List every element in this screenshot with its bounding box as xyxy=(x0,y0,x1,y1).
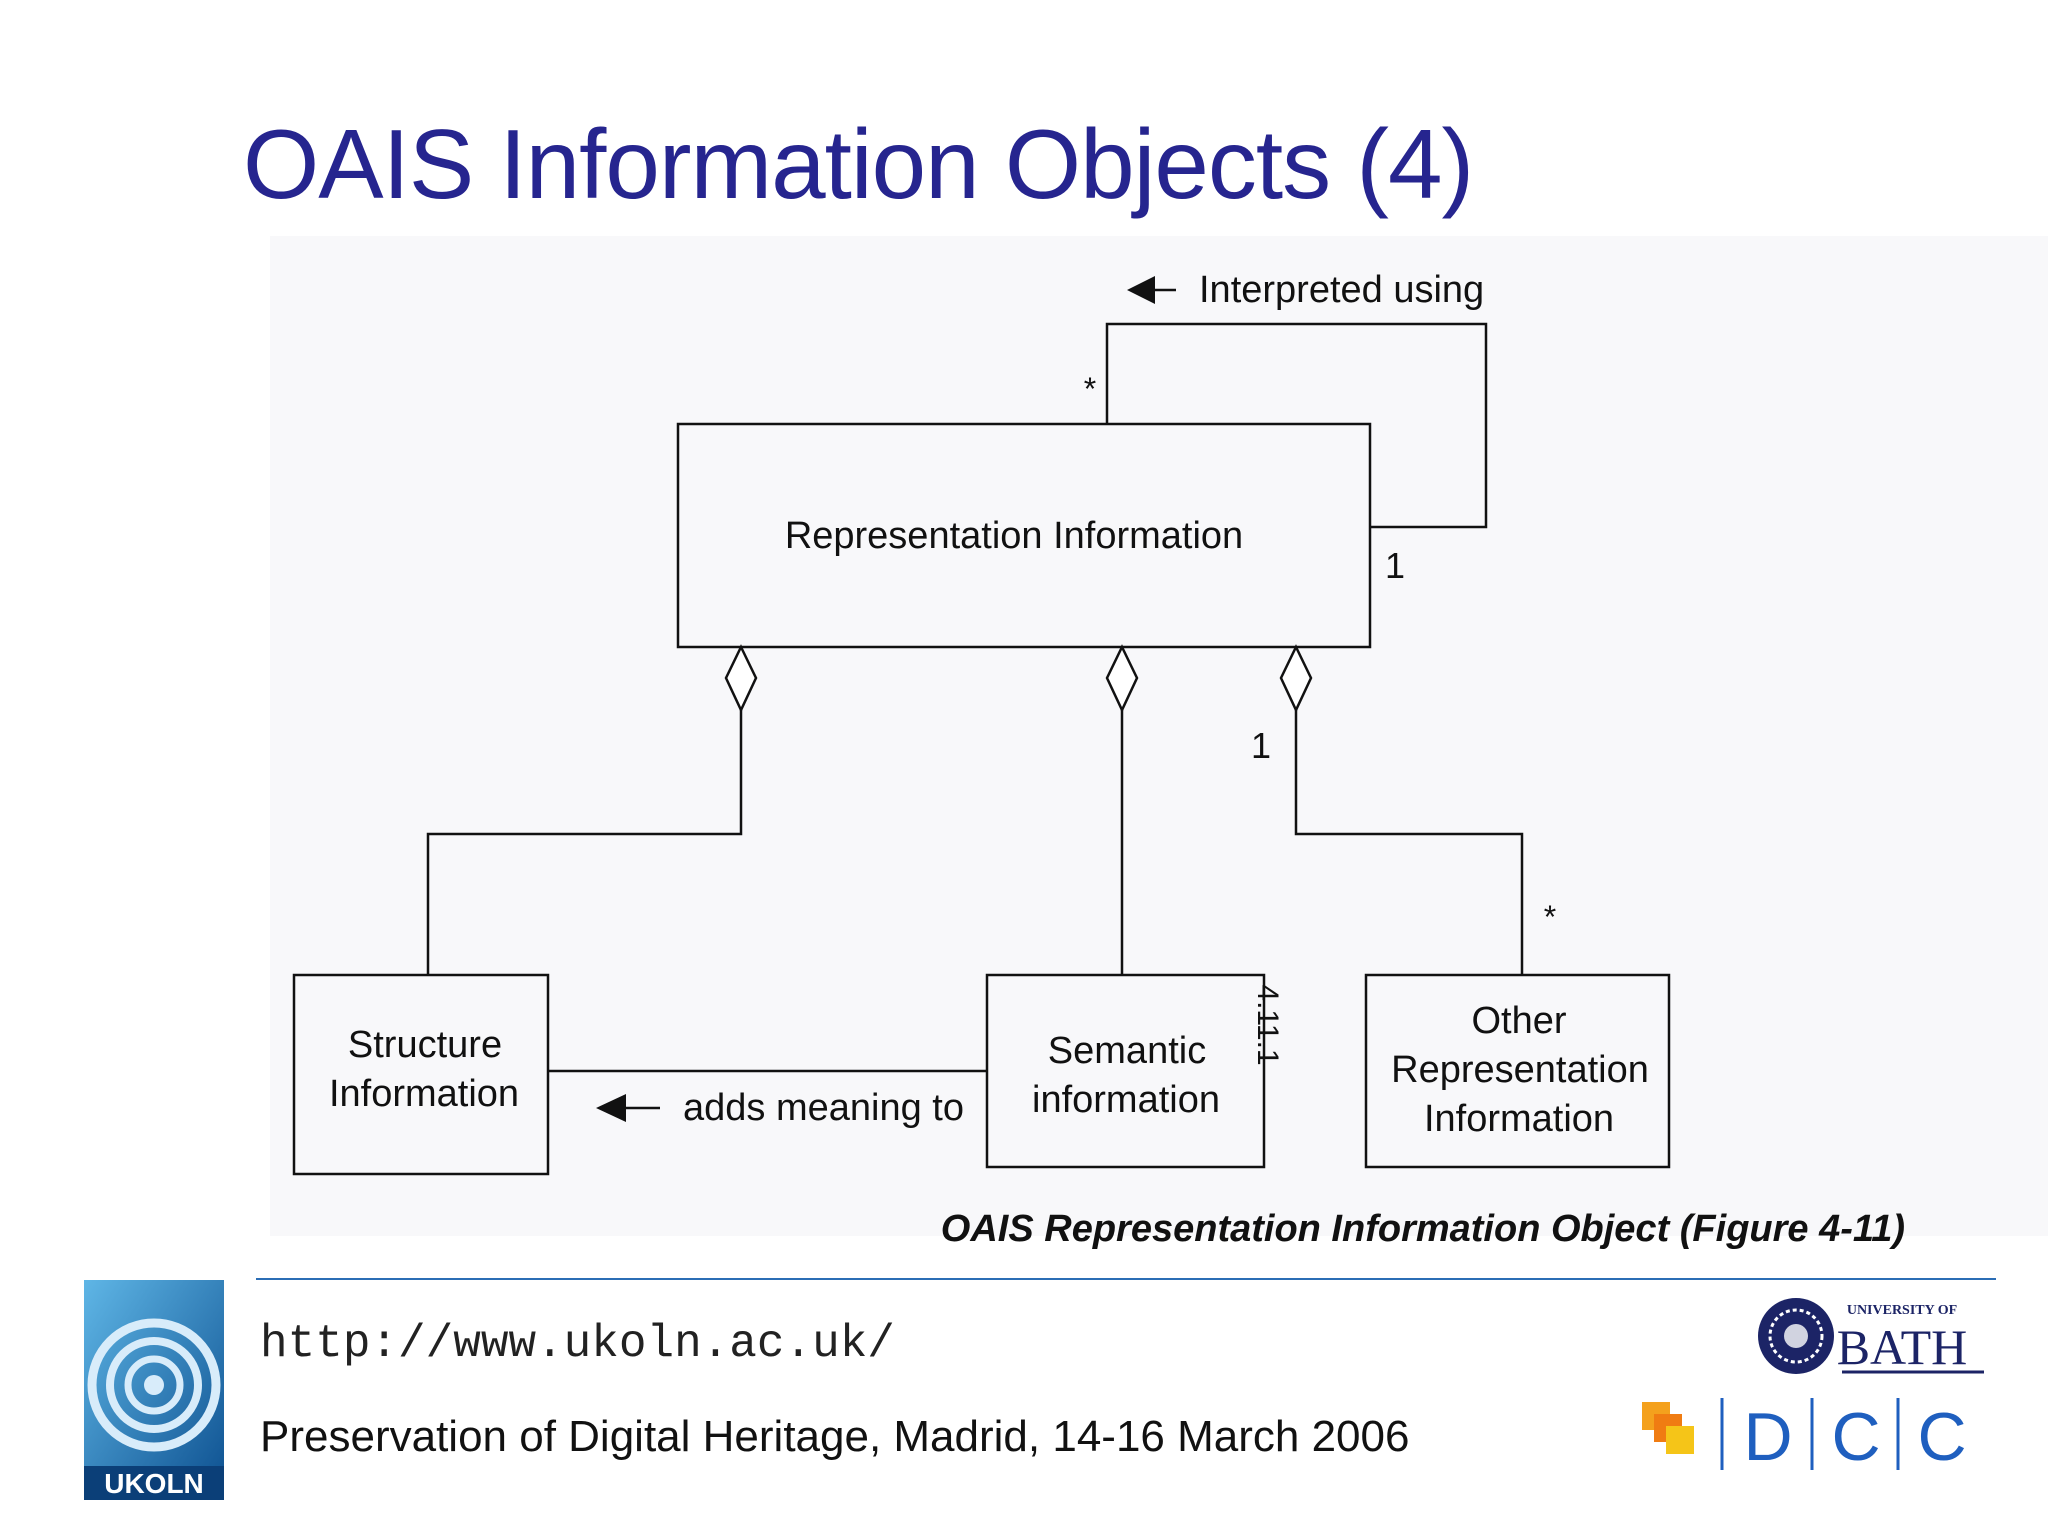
interpreted-using-label: Interpreted using xyxy=(1199,269,1484,311)
structure-information-line2: Information xyxy=(329,1073,519,1115)
semantic-information-box xyxy=(985,973,1266,1169)
self-loop-one-multiplicity: 1 xyxy=(1385,545,1405,586)
bath-logo-big-text: BATH xyxy=(1837,1319,1968,1375)
figure-caption: OAIS Representation Information Object (… xyxy=(940,1208,1905,1250)
connector-structure xyxy=(426,710,743,975)
interpreted-using-arrow-icon xyxy=(1127,276,1155,304)
footer-event-text: Preservation of Digital Heritage, Madrid… xyxy=(260,1412,1410,1461)
other-star-multiplicity: * xyxy=(1544,899,1556,935)
structure-information-box xyxy=(292,973,550,1176)
other-representation-line3: Information xyxy=(1424,1098,1614,1140)
footer-divider xyxy=(256,1278,1996,1280)
representation-information-box xyxy=(676,422,1372,649)
bath-logo-small-text: UNIVERSITY OF xyxy=(1847,1303,1957,1318)
semantic-information-line2: information xyxy=(1032,1079,1220,1121)
ukoln-logo-text: UKOLN xyxy=(104,1468,204,1499)
other-representation-line1: Other xyxy=(1471,1000,1566,1042)
other-representation-line2: Representation xyxy=(1391,1049,1649,1091)
adds-meaning-arrow-icon xyxy=(596,1094,626,1122)
adds-meaning-label: adds meaning to xyxy=(683,1087,964,1129)
other-representation-information-box xyxy=(1364,973,1671,1169)
dcc-letter-d: D xyxy=(1743,1399,1792,1472)
other-one-multiplicity: 1 xyxy=(1251,725,1271,766)
bath-logo: UNIVERSITY OF BATH xyxy=(1758,1298,1984,1375)
semantic-information-line1: Semantic xyxy=(1048,1030,1206,1072)
figure-panel xyxy=(270,236,2048,1236)
dcc-letter-c2: C xyxy=(1917,1399,1966,1472)
footer-url[interactable]: http://www.ukoln.ac.uk/ xyxy=(260,1318,895,1370)
interpreted-using-loop xyxy=(1105,322,1488,529)
dcc-letter-c1: C xyxy=(1831,1399,1880,1472)
figure-number-label: 4.11.1 xyxy=(1251,984,1284,1065)
dcc-logo: D C C xyxy=(1642,1398,1967,1472)
representation-information-label: Representation Information xyxy=(785,515,1243,557)
slide-title: OAIS Information Objects (4) xyxy=(243,109,1474,219)
ukoln-logo: UKOLN xyxy=(84,1280,224,1500)
connector-other xyxy=(1294,710,1524,975)
self-loop-star-multiplicity: * xyxy=(1084,371,1096,407)
structure-information-line1: Structure xyxy=(348,1024,502,1066)
